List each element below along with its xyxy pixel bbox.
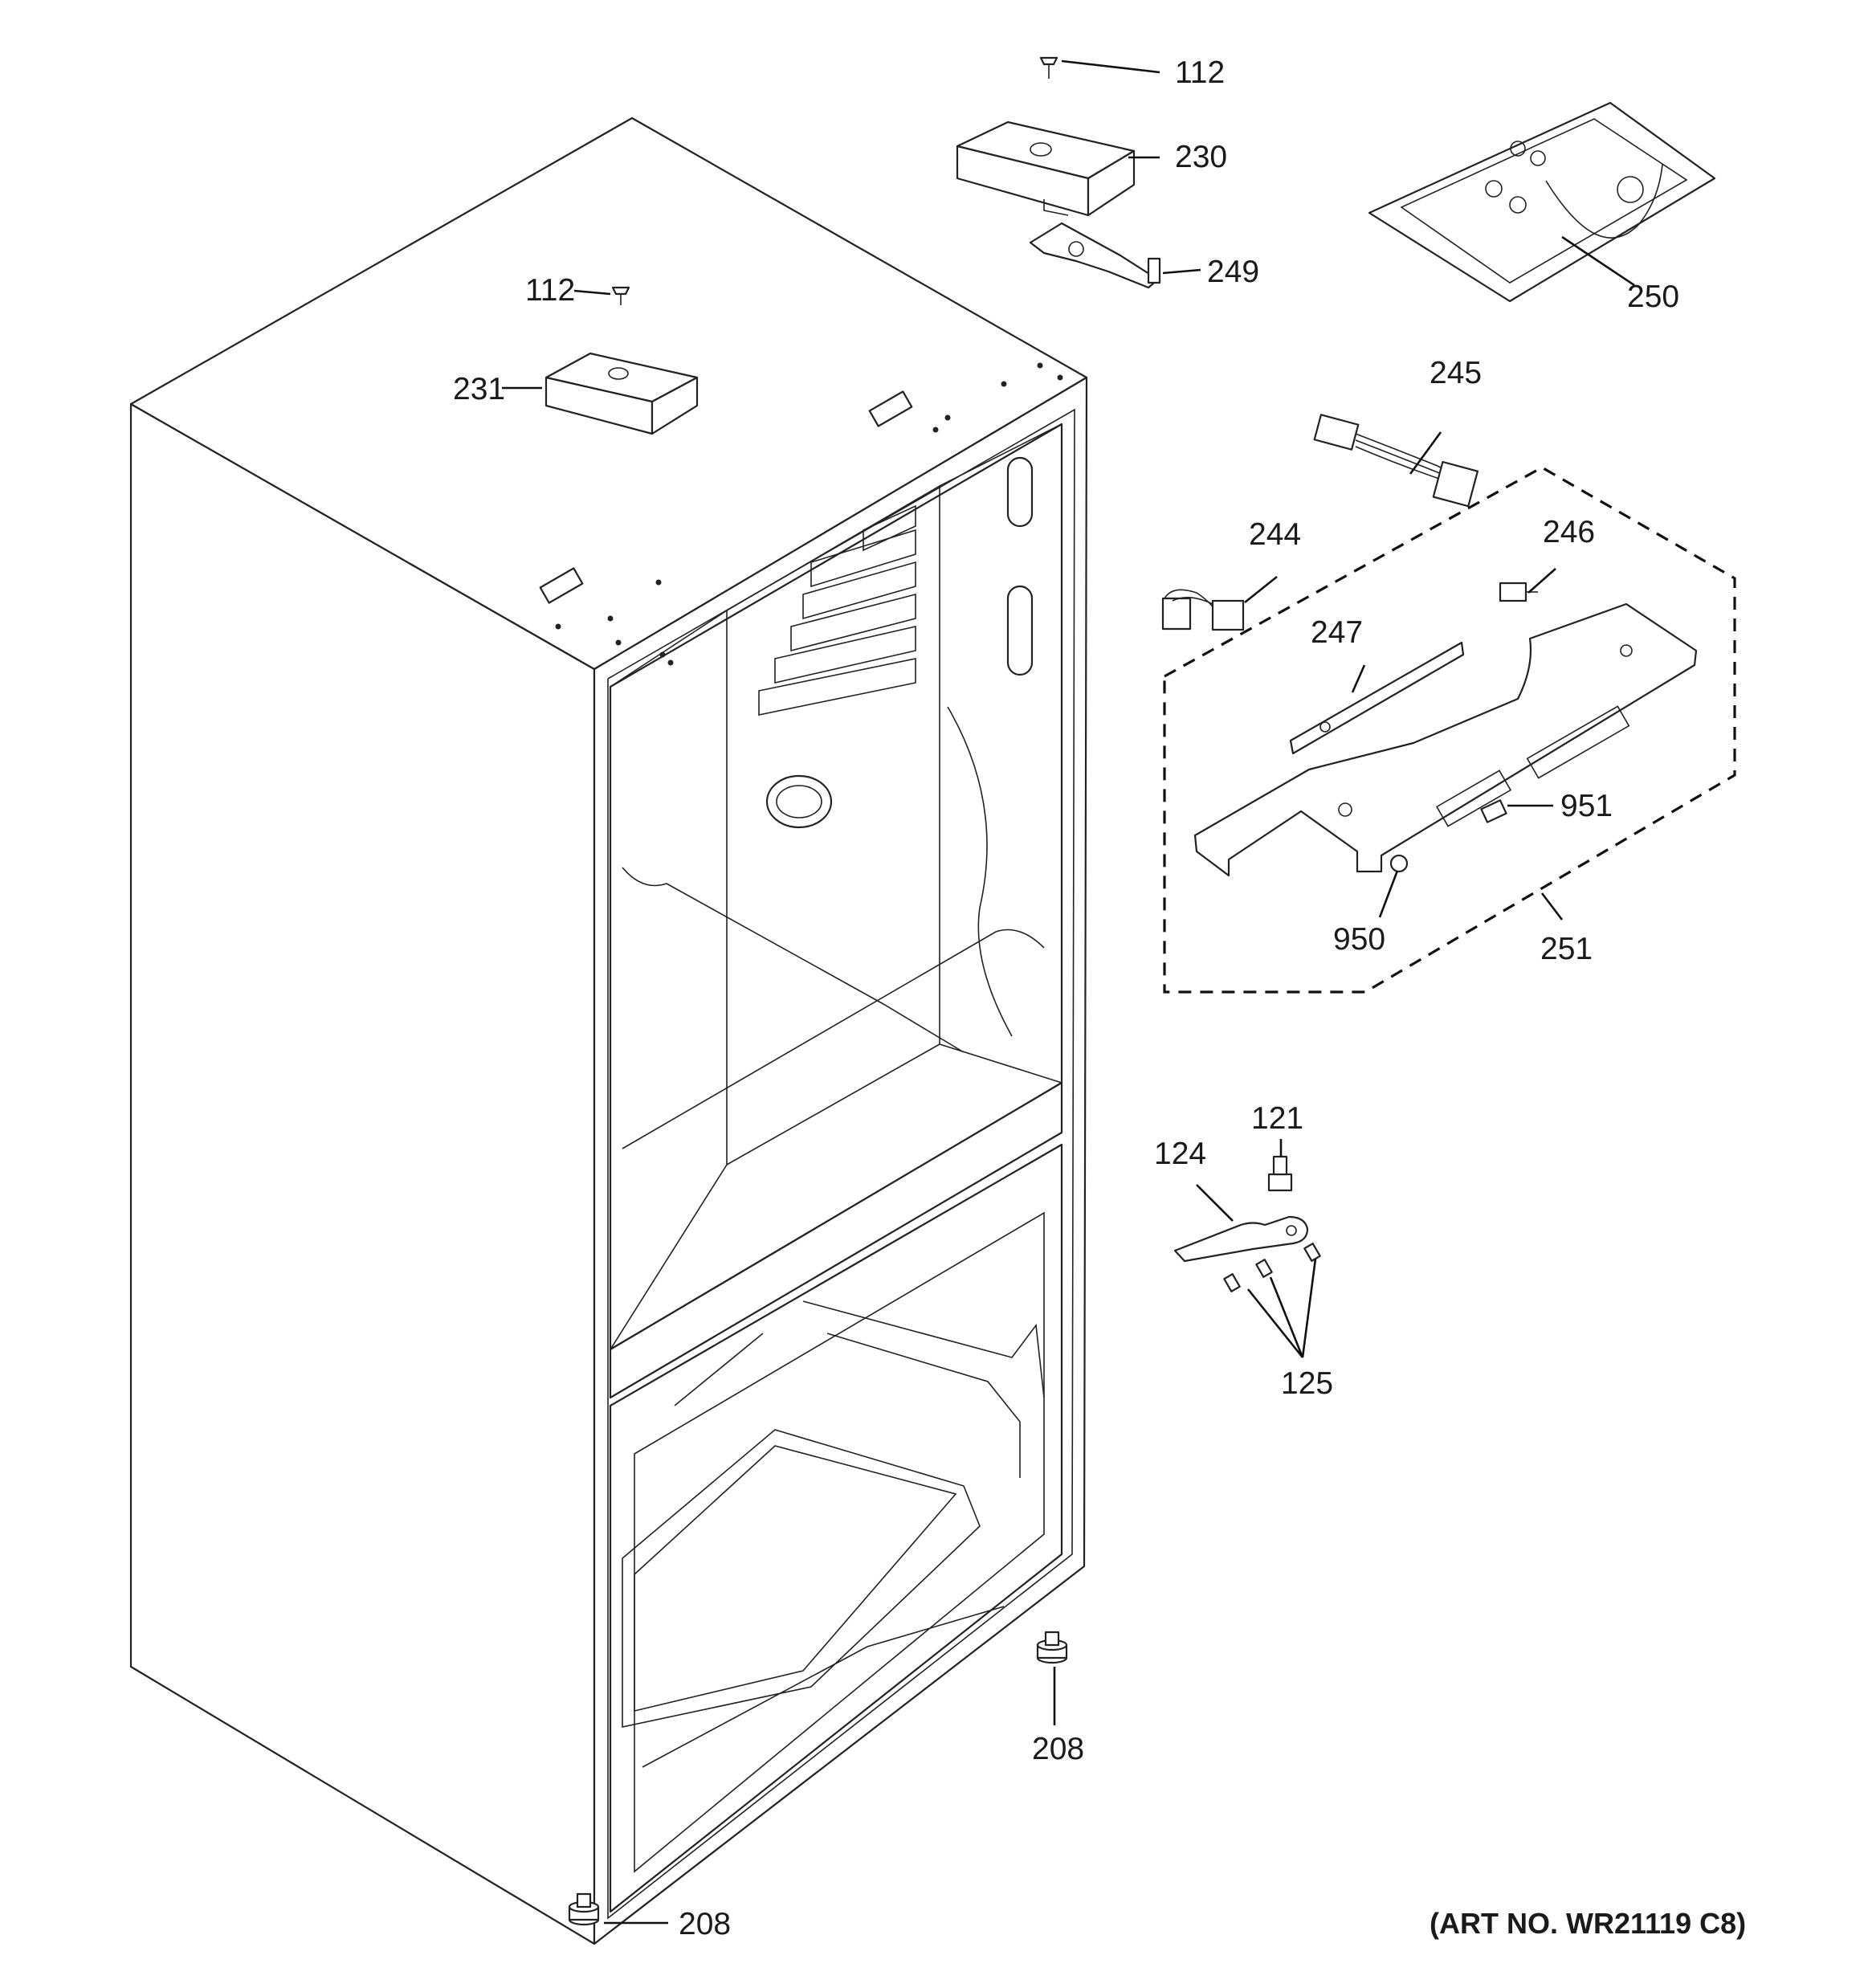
control-board-247 xyxy=(1289,641,1465,755)
callout-951: 951 xyxy=(1560,789,1613,823)
callout-labels: 112 230 249 250 112 231 245 244 246 247 … xyxy=(453,55,1746,1941)
screws-125 xyxy=(1223,1243,1321,1292)
leader-lines xyxy=(502,59,1635,1925)
top-screw-holes xyxy=(555,362,1063,666)
knob-950 xyxy=(1389,854,1409,873)
callout-230: 230 xyxy=(1175,140,1227,174)
switch-246 xyxy=(1499,582,1538,602)
callout-950: 950 xyxy=(1333,922,1385,957)
callout-249: 249 xyxy=(1207,255,1259,289)
pin-121 xyxy=(1267,1155,1293,1192)
air-duct-ribs xyxy=(758,504,916,716)
callout-121: 121 xyxy=(1251,1101,1303,1136)
screw-112-top xyxy=(1039,56,1058,79)
installation-instructions-250 xyxy=(1368,101,1716,303)
hinge-124 xyxy=(1173,1215,1309,1263)
art-number: (ART NO. WR21119 C8) xyxy=(1430,1907,1746,1940)
control-assembly-group-251 xyxy=(1163,466,1736,994)
callout-112-left: 112 xyxy=(525,273,575,308)
callout-247: 247 xyxy=(1311,615,1363,650)
callout-244: 244 xyxy=(1249,517,1301,552)
callout-208-right: 208 xyxy=(1032,1732,1084,1766)
callout-250: 250 xyxy=(1627,280,1679,314)
callout-231: 231 xyxy=(453,372,505,406)
wire-harness-245 xyxy=(1313,414,1479,508)
leveling-leg-208-bottom xyxy=(568,1892,600,1926)
callout-246: 246 xyxy=(1543,515,1595,549)
cabinet-case xyxy=(129,116,1088,1945)
control-housing xyxy=(1193,602,1698,877)
callout-112-top: 112 xyxy=(1175,55,1225,90)
callout-124: 124 xyxy=(1154,1137,1206,1171)
screw-112-left xyxy=(611,286,630,305)
hinge-cover-230 xyxy=(956,120,1136,217)
callout-125: 125 xyxy=(1281,1366,1333,1401)
callout-208-bottom: 208 xyxy=(679,1907,731,1941)
callout-251: 251 xyxy=(1540,932,1593,966)
wire-harness-244 xyxy=(1161,589,1245,631)
gasket-951 xyxy=(1480,799,1507,823)
callout-245: 245 xyxy=(1430,356,1482,390)
hinge-bracket-249 xyxy=(1029,222,1161,289)
hinge-cover-231 xyxy=(544,352,699,435)
leveling-leg-208-right xyxy=(1036,1631,1068,1664)
